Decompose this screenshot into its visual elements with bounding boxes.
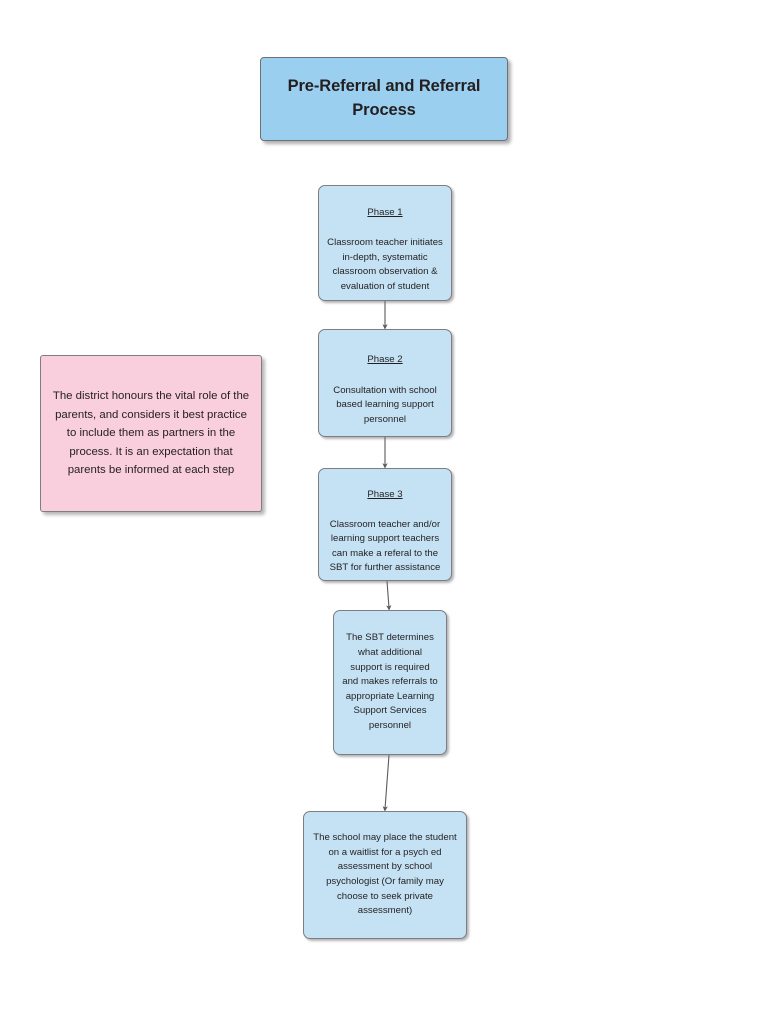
node-sbt-determination-text: The SBT determines what additional suppo…: [342, 632, 438, 731]
node-sbt-determination: The SBT determines what additional suppo…: [333, 610, 447, 755]
node-phase-1-label: Phase 1: [367, 207, 403, 219]
node-phase-1-body: Phase 1 Classroom teacher initiates in-d…: [327, 191, 443, 294]
node-phase-1-text: Classroom teacher initiates in-depth, sy…: [327, 237, 443, 292]
node-school-waitlist-text: The school may place the student on a wa…: [313, 832, 457, 917]
node-phase-2: Phase 2 Consultation with school based l…: [318, 329, 452, 437]
diagram-title-box: Pre-Referral and Referral Process: [260, 57, 508, 141]
node-phase-3-body: Phase 3 Classroom teacher and/or learnin…: [327, 473, 443, 576]
node-phase-3-label: Phase 3: [367, 488, 403, 500]
node-phase-2-body: Phase 2 Consultation with school based l…: [327, 339, 443, 427]
connector-phase3-to-sbt: [386, 580, 392, 611]
node-phase-2-label: Phase 2: [367, 354, 403, 366]
diagram-title-text: Pre-Referral and Referral Process: [287, 77, 481, 119]
parents-note-text: The district honours the vital role of t…: [52, 390, 250, 477]
connector-sbt-to-school: [382, 754, 390, 812]
node-phase-3: Phase 3 Classroom teacher and/or learnin…: [318, 468, 452, 581]
node-school-waitlist: The school may place the student on a wa…: [303, 811, 467, 939]
parents-note-box: The district honours the vital role of t…: [40, 355, 262, 512]
node-phase-1: Phase 1 Classroom teacher initiates in-d…: [318, 185, 452, 301]
node-phase-2-text: Consultation with school based learning …: [333, 384, 437, 425]
node-phase-3-text: Classroom teacher and/or learning suppor…: [329, 518, 441, 574]
